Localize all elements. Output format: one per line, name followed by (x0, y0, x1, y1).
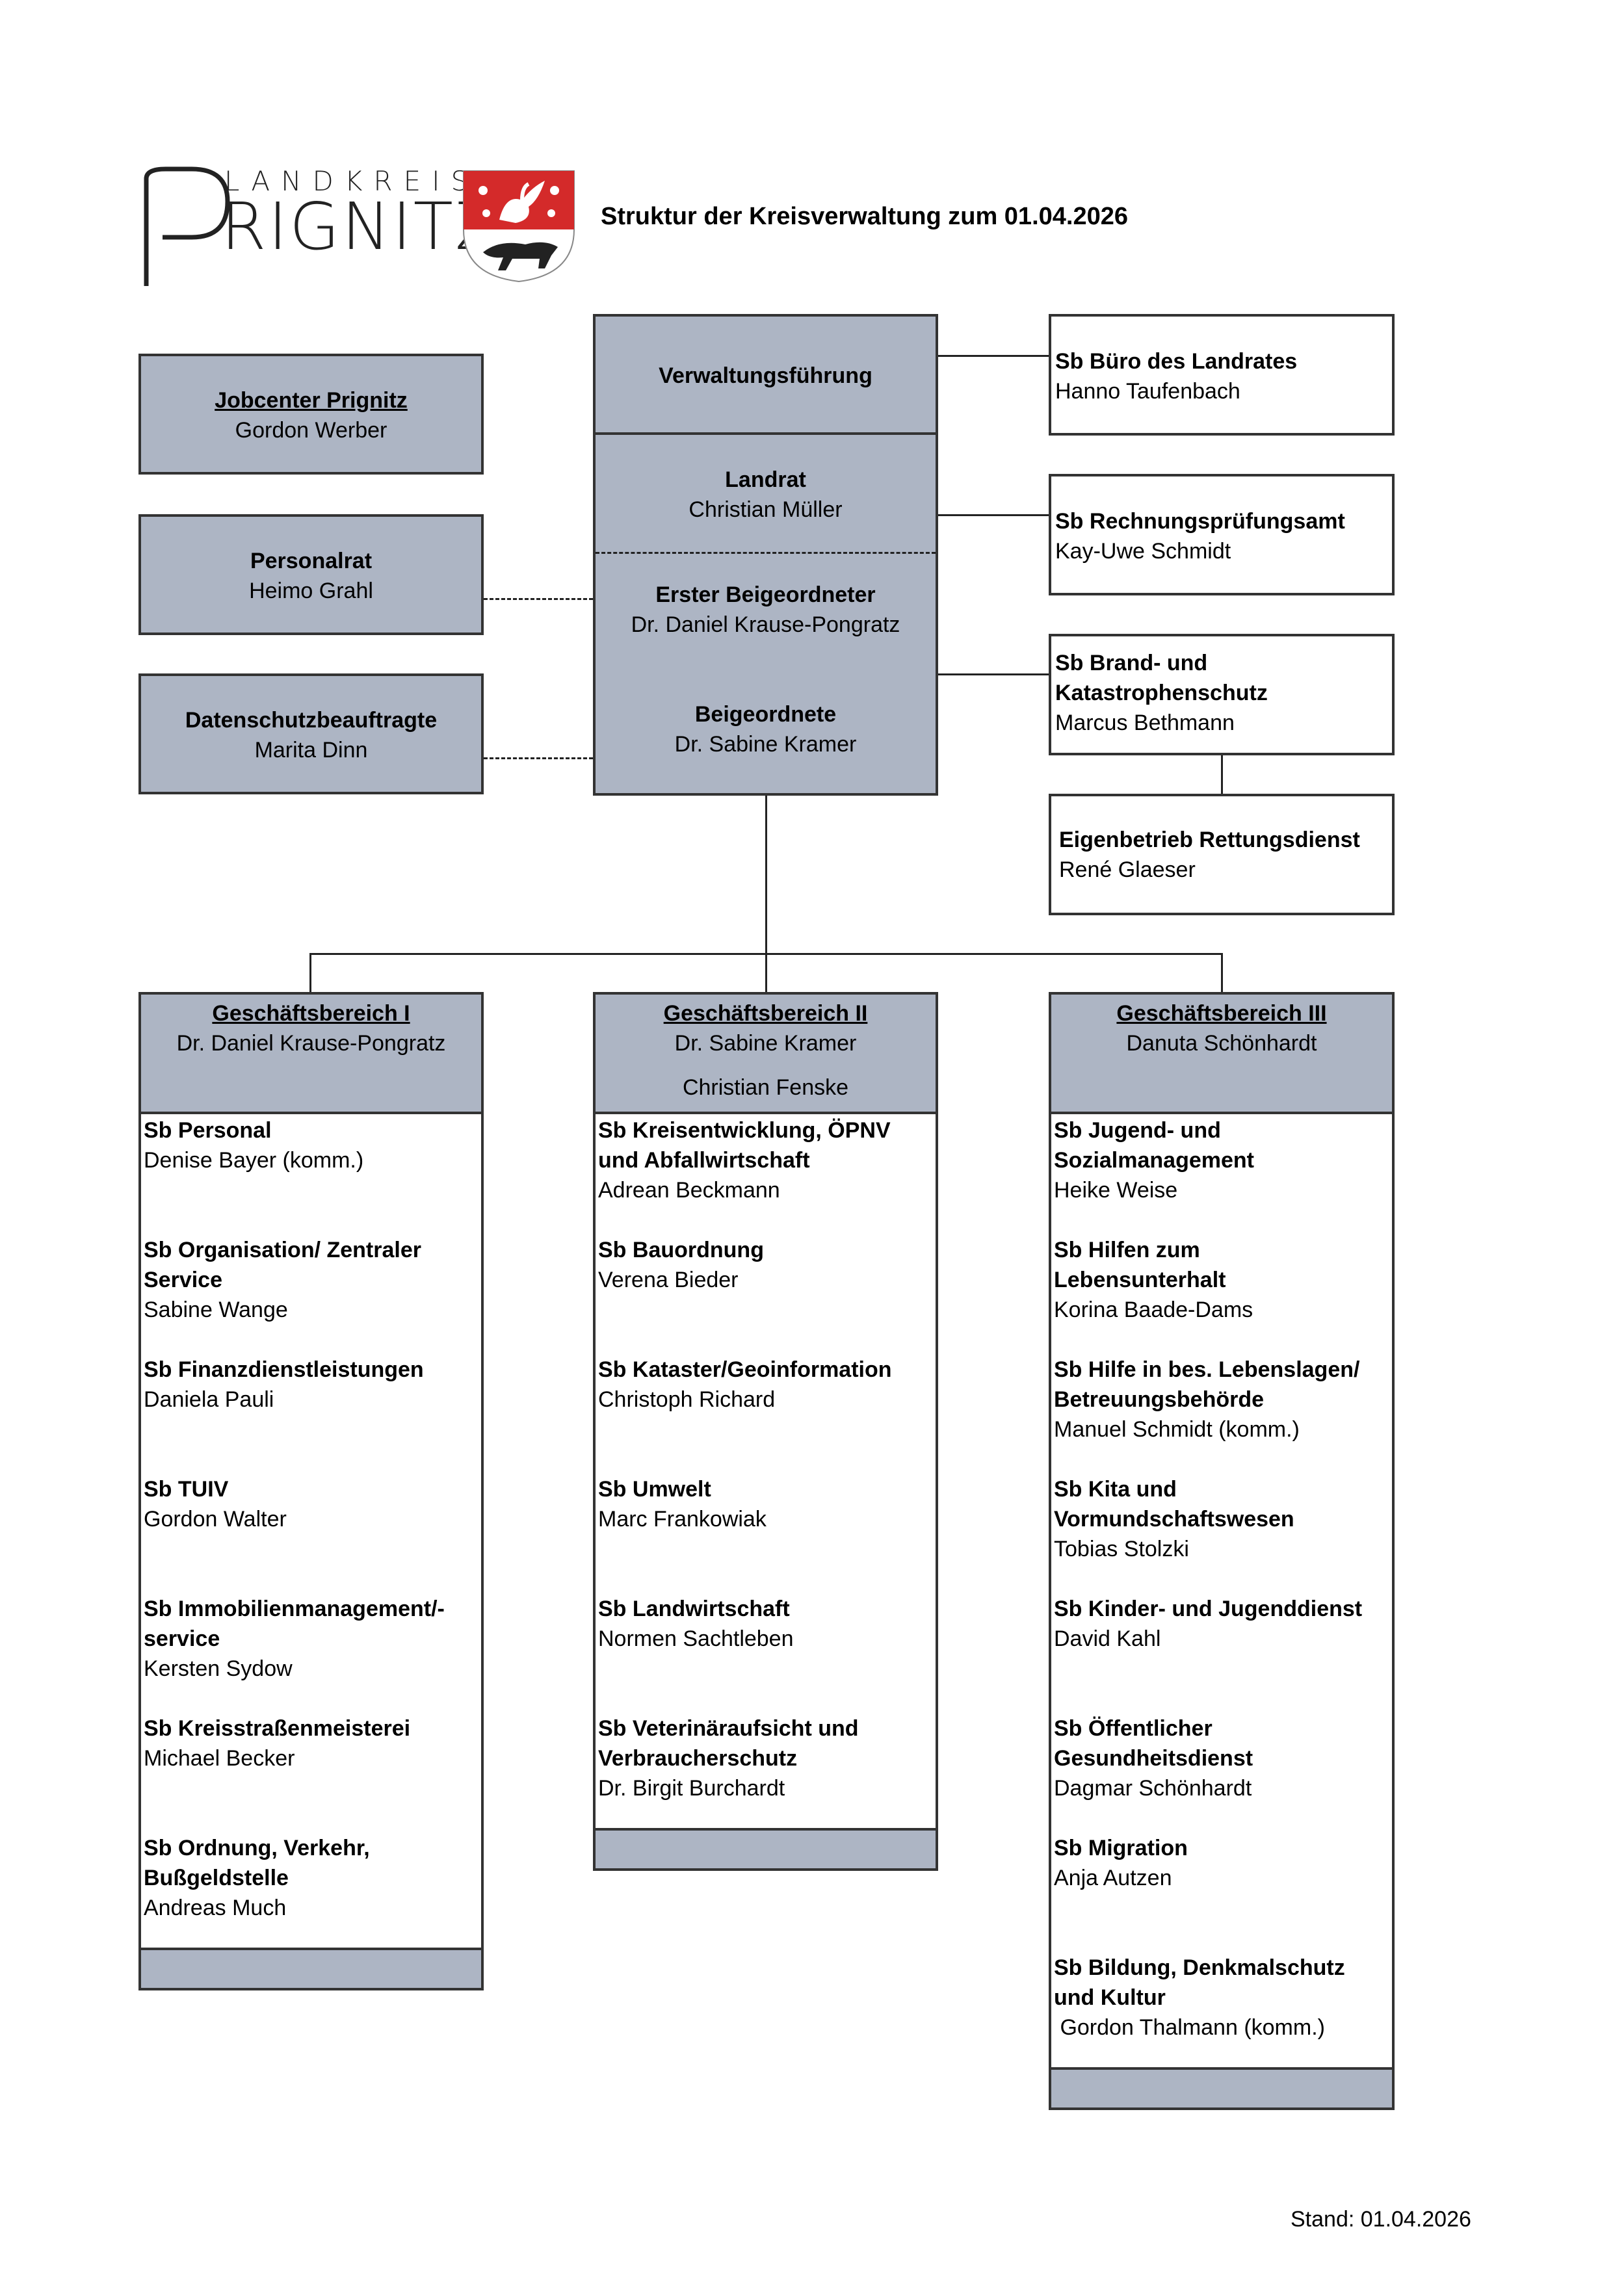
footer-date: Stand: 01.04.2026 (1291, 2207, 1471, 2232)
list-item: Sb Personal Denise Bayer (komm.) (144, 1118, 364, 1173)
personalrat-title: Personalrat (250, 549, 373, 573)
gb3-header: Geschäftsbereich III Danuta Schönhardt (1049, 992, 1395, 1114)
logo-line2: RIGNITZ (221, 189, 502, 265)
gb2-name-2: Christian Fenske (682, 1075, 849, 1100)
verwaltungsfuehrung-box: Verwaltungsführung (593, 314, 938, 435)
page-title: Struktur der Kreisverwaltung zum 01.04.2… (601, 203, 1128, 230)
list-item: Sb TUIV Gordon Walter (144, 1477, 287, 1532)
connector-main-vertical (765, 796, 767, 993)
list-item: Sb Kreisentwicklung, ÖPNV und Abfallwirt… (598, 1118, 891, 1203)
list-item: Sb Bauordnung Verena Bieder (598, 1238, 764, 1292)
gb1-name: Dr. Daniel Krause-Pongratz (176, 1031, 446, 1056)
gb3-title: Geschäftsbereich III (1116, 1001, 1327, 1026)
rettungsdienst-name: René Glaeser (1059, 857, 1196, 882)
connector-buero (938, 355, 1049, 357)
gb1-footer (138, 1948, 484, 1990)
leadership-box: Landrat Christian Müller Erster Beigeord… (593, 432, 938, 796)
connector-rechnung (938, 514, 1049, 516)
logo-p-icon (144, 166, 230, 286)
gb2-name: Dr. Sabine Kramer (674, 1031, 857, 1056)
gb2-header: Geschäftsbereich II Dr. Sabine Kramer Ch… (593, 992, 938, 1114)
gb3-list: Sb Jugend- und Sozialmanagement Heike We… (1049, 1112, 1395, 2070)
connector-brand (938, 673, 1049, 675)
coat-of-arms-icon (463, 170, 575, 283)
beig1-name: Dr. Daniel Krause-Pongratz (631, 612, 900, 637)
gb3-footer (1049, 2067, 1395, 2110)
leadership-divider (596, 552, 936, 554)
datenschutz-name: Marita Dinn (254, 738, 368, 763)
gb1-title: Geschäftsbereich I (212, 1001, 410, 1026)
jobcenter-name: Gordon Werber (235, 418, 387, 443)
connector-personalrat (484, 598, 593, 600)
brandschutz-title-2: Katastrophenschutz (1055, 681, 1268, 705)
rettungsdienst-title: Eigenbetrieb Rettungsdienst (1059, 828, 1360, 852)
connector-gb1 (309, 953, 311, 993)
brandschutz-name: Marcus Bethmann (1055, 711, 1235, 735)
buero-landrat-title: Sb Büro des Landrates (1055, 349, 1298, 374)
beig1-title: Erster Beigeordneter (655, 582, 876, 607)
list-item: Sb Veterinäraufsicht und Verbraucherschu… (598, 1716, 859, 1801)
personalrat-name: Heimo Grahl (249, 579, 373, 603)
list-item: Sb Immobilienmanagement/- service Kerste… (144, 1597, 445, 1681)
rechnungspruefung-box: Sb Rechnungsprüfungsamt Kay-Uwe Schmidt (1049, 474, 1395, 595)
landrat-title: Landrat (725, 467, 806, 492)
jobcenter-box: Jobcenter Prignitz Gordon Werber (138, 354, 484, 475)
connector-rettung (1221, 755, 1223, 794)
list-item: Sb Umwelt Marc Frankowiak (598, 1477, 767, 1532)
beig2-name: Dr. Sabine Kramer (674, 732, 857, 757)
brandschutz-box: Sb Brand- und Katastrophenschutz Marcus … (1049, 634, 1395, 755)
jobcenter-title: Jobcenter Prignitz (215, 388, 408, 413)
list-item: Sb Ordnung, Verkehr, Bußgeldstelle Andre… (144, 1836, 370, 1920)
datenschutz-title: Datenschutzbeauftragte (185, 708, 438, 733)
logo-line1: LANDKREIS (224, 165, 480, 197)
verwaltungsfuehrung-title: Verwaltungsführung (659, 363, 872, 388)
rechnungspruefung-title: Sb Rechnungsprüfungsamt (1055, 509, 1345, 534)
buero-landrat-box: Sb Büro des Landrates Hanno Taufenbach (1049, 314, 1395, 436)
buero-landrat-name: Hanno Taufenbach (1055, 379, 1240, 404)
list-item: Sb Organisation/ Zentraler Service Sabin… (144, 1238, 421, 1322)
datenschutz-box: Datenschutzbeauftragte Marita Dinn (138, 673, 484, 794)
list-item: Sb Kinder- und Jugenddienst David Kahl (1054, 1597, 1363, 1651)
personalrat-box: Personalrat Heimo Grahl (138, 514, 484, 635)
list-item: Sb Hilfe in bes. Lebenslagen/ Betreuungs… (1054, 1357, 1360, 1442)
list-item: Sb Landwirtschaft Normen Sachtleben (598, 1597, 794, 1651)
list-item: Sb Jugend- und Sozialmanagement Heike We… (1054, 1118, 1254, 1203)
gb2-title: Geschäftsbereich II (663, 1001, 868, 1026)
gb2-list: Sb Kreisentwicklung, ÖPNV und Abfallwirt… (593, 1112, 938, 1831)
rechnungspruefung-name: Kay-Uwe Schmidt (1055, 539, 1231, 564)
list-item: Sb Kita und Vormundschaftswesen Tobias S… (1054, 1477, 1294, 1561)
connector-main-horizontal (309, 953, 1223, 955)
beig2-title: Beigeordnete (694, 702, 837, 727)
connector-gb3 (1221, 953, 1223, 993)
brandschutz-title-1: Sb Brand- und (1055, 651, 1208, 675)
gb2-footer (593, 1828, 938, 1871)
list-item: Sb Bildung, Denkmalschutz und Kultur Gor… (1054, 1955, 1345, 2040)
connector-datenschutz (484, 757, 593, 759)
list-item: Sb Öffentlicher Gesundheitsdienst Dagmar… (1054, 1716, 1253, 1801)
list-item: Sb Kreisstraßenmeisterei Michael Becker (144, 1716, 411, 1771)
list-item: Sb Finanzdienstleistungen Daniela Pauli (144, 1357, 424, 1412)
gb1-header: Geschäftsbereich I Dr. Daniel Krause-Pon… (138, 992, 484, 1114)
list-item: Sb Hilfen zum Lebensunterhalt Korina Baa… (1054, 1238, 1253, 1322)
list-item: Sb Kataster/Geoinformation Christoph Ric… (598, 1357, 892, 1412)
gb1-list: Sb Personal Denise Bayer (komm.) Sb Orga… (138, 1112, 484, 1950)
list-item: Sb Migration Anja Autzen (1054, 1836, 1188, 1890)
gb3-name: Danuta Schönhardt (1126, 1031, 1317, 1056)
landrat-name: Christian Müller (688, 497, 843, 522)
rettungsdienst-box: Eigenbetrieb Rettungsdienst René Glaeser (1049, 794, 1395, 915)
